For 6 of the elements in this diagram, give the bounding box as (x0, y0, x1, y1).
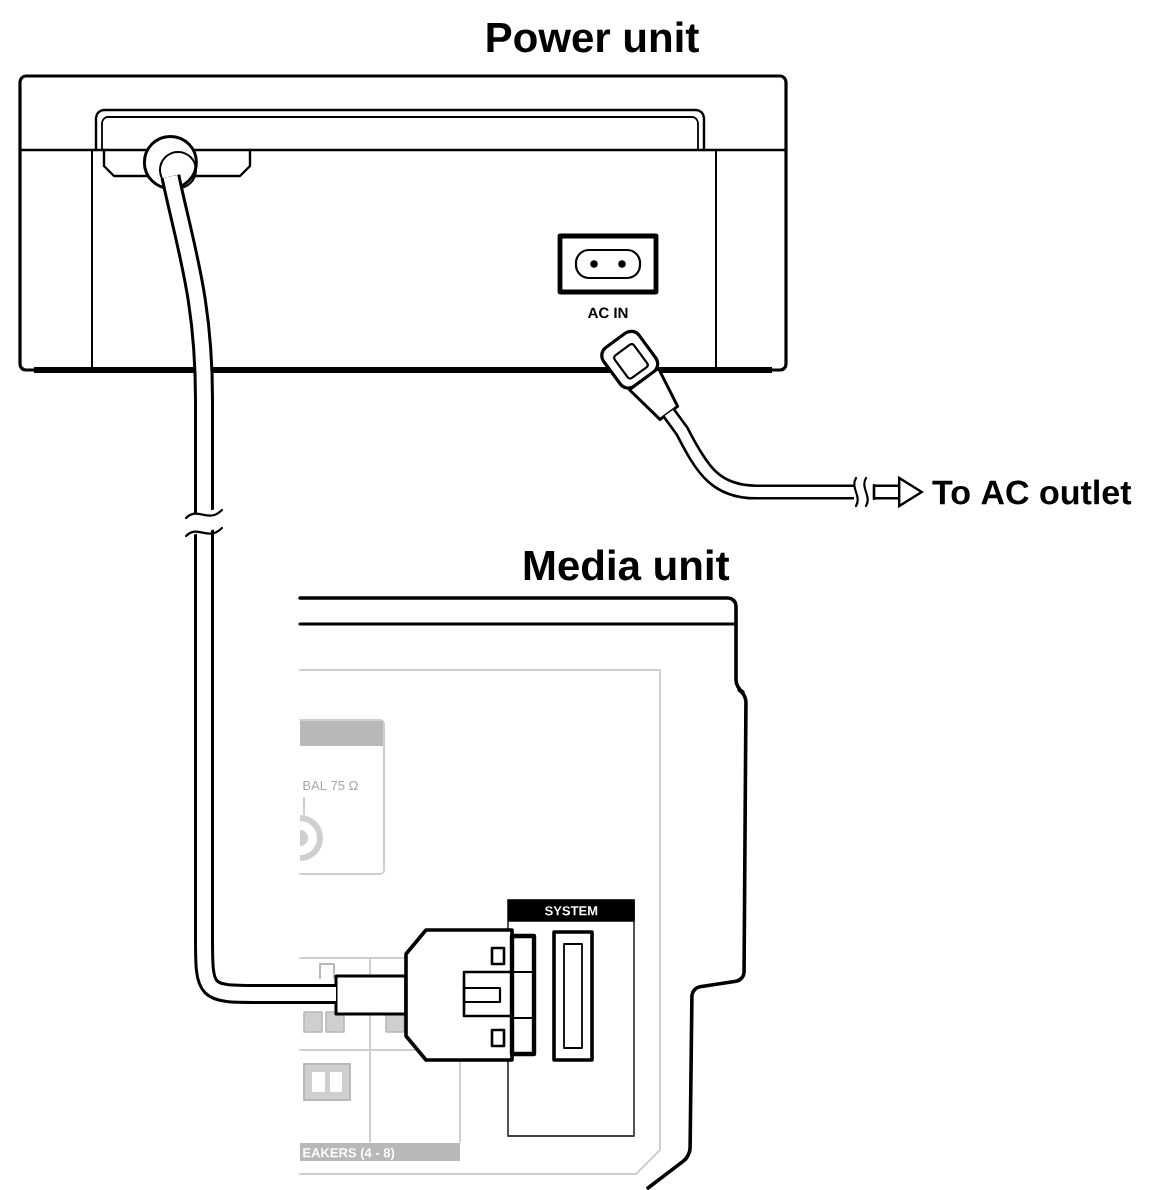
cable-grommet (142, 134, 198, 190)
heading: Media unit (524, 549, 730, 581)
heading: Power unit (487, 21, 699, 53)
plug (600, 329, 680, 421)
connection-cable (160, 174, 336, 1004)
target-label: To AC outlet (932, 479, 1132, 505)
